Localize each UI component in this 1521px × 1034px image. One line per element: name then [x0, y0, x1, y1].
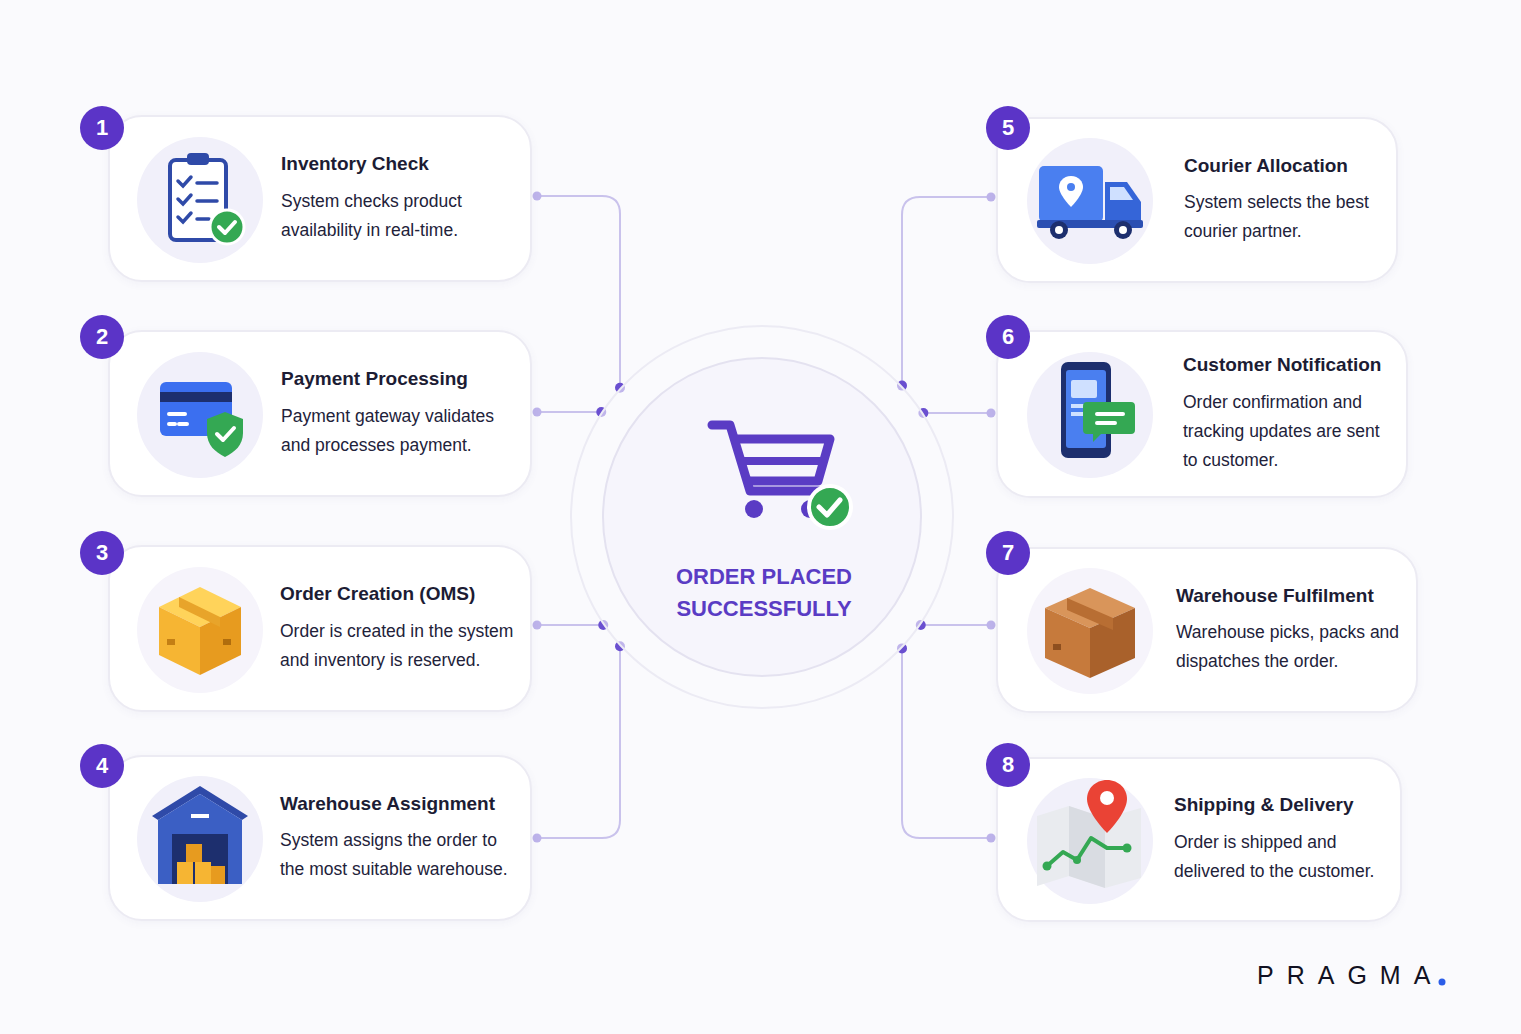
card-text: Warehouse FulfilmentWarehouse picks, pac… — [1176, 584, 1406, 676]
clipboard-icon — [135, 135, 265, 265]
card-title: Inventory Check — [281, 152, 520, 177]
process-card: Warehouse AssignmentSystem assigns the o… — [108, 755, 532, 921]
card-text: Shipping & DeliveryOrder is shipped and … — [1174, 793, 1390, 885]
hub-circle: ORDER PLACED SUCCESSFULLY — [570, 325, 954, 709]
card-text: Customer NotificationOrder confirmation … — [1183, 353, 1396, 474]
card-body: Payment gateway validates and processes … — [281, 402, 520, 460]
process-card: Shipping & DeliveryOrder is shipped and … — [996, 757, 1402, 922]
cart-icon — [698, 409, 858, 539]
process-card: Payment ProcessingPayment gateway valida… — [108, 330, 532, 497]
callout-number: 7 — [986, 531, 1030, 575]
card-text: Payment ProcessingPayment gateway valida… — [281, 367, 520, 459]
card-text: Inventory CheckSystem checks product ava… — [281, 152, 520, 244]
callout-number: 3 — [80, 531, 124, 575]
connector — [533, 620, 609, 630]
card-title: Order Creation (OMS) — [280, 582, 520, 607]
card-text: Order Creation (OMS) Order is created in … — [280, 582, 520, 674]
connector — [533, 192, 626, 393]
card-body: Order is shipped and delivered to the cu… — [1174, 828, 1390, 886]
connector — [918, 408, 995, 418]
connector — [533, 641, 626, 842]
card-title: Courier Allocation — [1184, 154, 1386, 179]
card-title: Warehouse Fulfilment — [1176, 584, 1406, 609]
connector — [533, 407, 607, 417]
process-card: Inventory CheckSystem checks product ava… — [108, 115, 532, 282]
card-title: Shipping & Delivery — [1174, 793, 1390, 818]
hub-inner-circle — [602, 357, 922, 677]
map-icon — [1025, 776, 1155, 906]
callout-number: 2 — [80, 315, 124, 359]
card-text: Courier AllocationSystem selects the bes… — [1184, 154, 1386, 246]
callout-number: 8 — [986, 743, 1030, 787]
brand-wordmark: PRAGMA — [1257, 961, 1443, 990]
card-body: System checks product availability in re… — [281, 187, 520, 245]
card-body: System selects the best courier partner. — [1184, 188, 1386, 246]
card-body: Warehouse picks, packs and dispatches th… — [1176, 618, 1406, 676]
card-body: Order confirmation and tracking updates … — [1183, 388, 1396, 475]
process-card: Courier AllocationSystem selects the bes… — [996, 117, 1398, 283]
card-title: Customer Notification — [1183, 353, 1396, 378]
card-body: System assigns the order to the most sui… — [280, 826, 520, 884]
callout-number: 6 — [986, 315, 1030, 359]
connector — [916, 620, 996, 630]
truck-icon — [1025, 136, 1155, 266]
card-title: Warehouse Assignment — [280, 792, 520, 817]
process-card: Order Creation (OMS) Order is created in … — [108, 545, 532, 712]
card-body: Order is created in the system and inven… — [280, 617, 520, 675]
connector — [897, 643, 996, 842]
connector — [897, 193, 996, 391]
process-card: Warehouse FulfilmentWarehouse picks, pac… — [996, 547, 1418, 713]
card-icon — [135, 350, 265, 480]
card-text: Warehouse AssignmentSystem assigns the o… — [280, 792, 520, 884]
card-title: Payment Processing — [281, 367, 520, 392]
box-icon — [135, 565, 265, 695]
warehouse-icon — [135, 774, 265, 904]
process-card: Customer NotificationOrder confirmation … — [996, 330, 1408, 498]
parcel-icon — [1025, 566, 1155, 696]
callout-number: 5 — [986, 106, 1030, 150]
hub-label: ORDER PLACED SUCCESSFULLY — [664, 561, 864, 625]
callout-number: 1 — [80, 106, 124, 150]
phone-icon — [1025, 350, 1155, 480]
callout-number: 4 — [80, 744, 124, 788]
